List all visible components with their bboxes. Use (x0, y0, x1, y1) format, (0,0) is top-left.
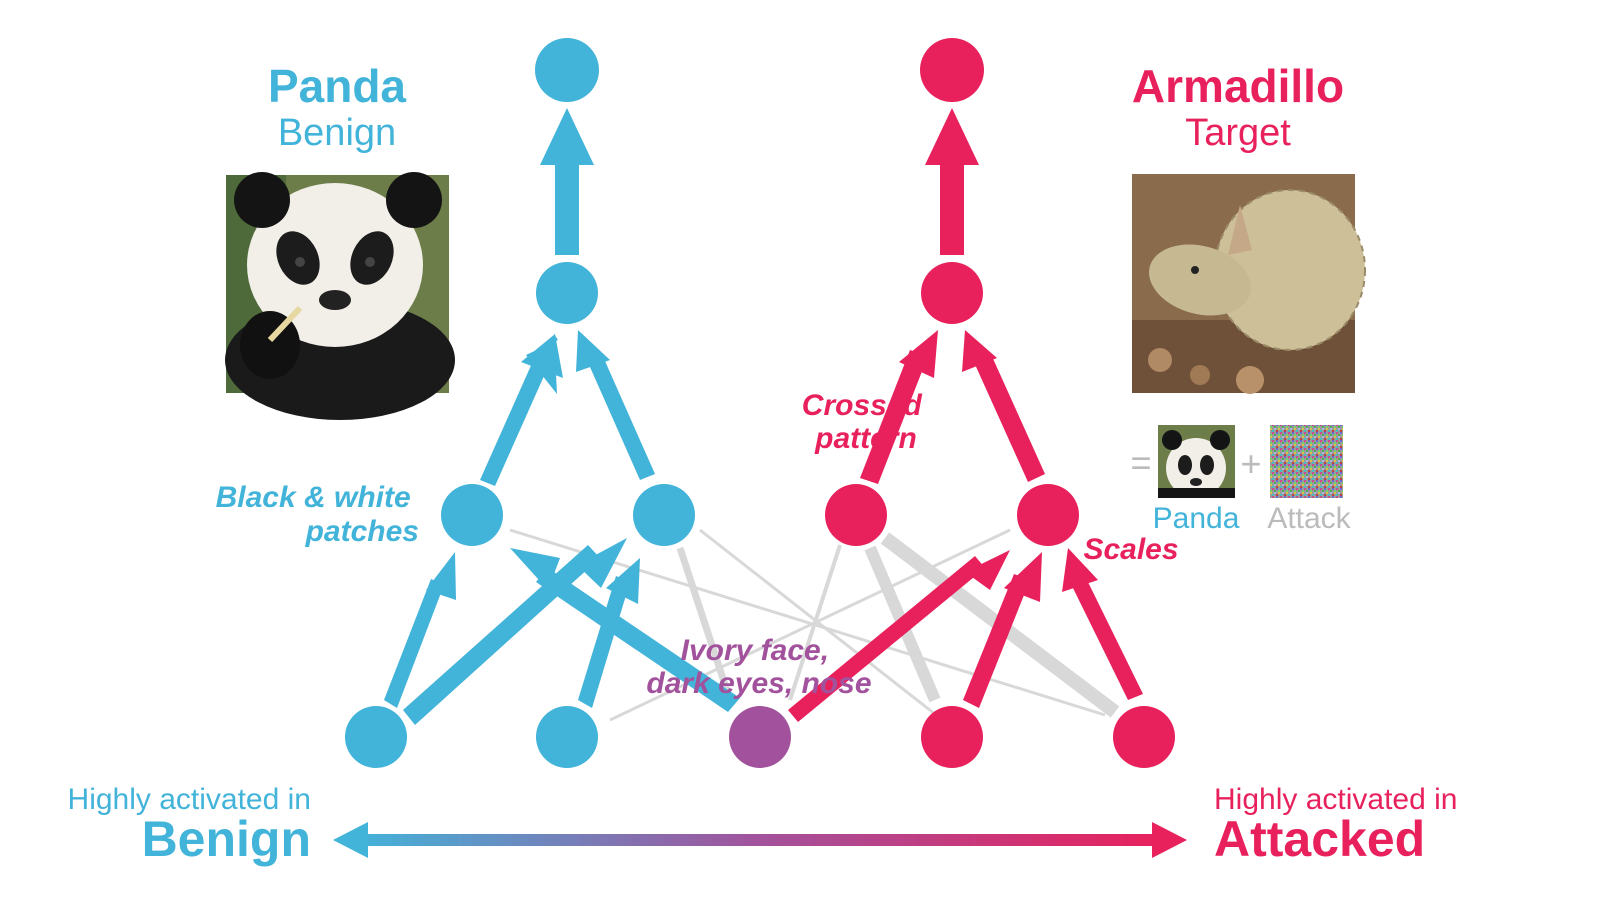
target-input-node-1 (921, 706, 983, 768)
benign-nodes (345, 38, 695, 768)
feature-label-ivory-line-1: Ivory face, (681, 634, 829, 667)
benign-activation-arrows (384, 108, 740, 725)
armadillo-photo (1132, 174, 1366, 394)
activation-axis (333, 822, 1187, 858)
panda-thumbnail (1158, 425, 1235, 498)
benign-input-node-2 (536, 706, 598, 768)
benign-feature-node-patches (441, 484, 503, 546)
plus-sign: + (1240, 443, 1261, 484)
equals-sign: = (1130, 442, 1151, 483)
benign-output-node (535, 38, 599, 102)
target-activation-arrows (788, 108, 1143, 722)
target-class-name: Armadillo (1132, 60, 1344, 112)
perturbation-formula: = + Panda Attack (1130, 425, 1352, 535)
axis-left-caption: Highly activated in (68, 783, 311, 816)
feature-label-black-white-patches: Black & white patches (216, 481, 419, 548)
feature-label-ivory-line-2: dark eyes, nose (646, 667, 871, 700)
target-feature-node-scales (1017, 484, 1079, 546)
benign-role-label: Benign (278, 112, 396, 154)
feature-label-crossed-line-2: pattern (814, 422, 917, 455)
feature-label-crossed-pattern: Crossed pattern (802, 389, 930, 455)
feature-label-ivory-face: Ivory face, dark eyes, nose (646, 634, 871, 700)
noise-thumbnail (1270, 425, 1343, 498)
shared-feature-node (729, 706, 791, 768)
feature-label-black-white-line-1: Black & white (216, 481, 411, 514)
formula-panda-label: Panda (1153, 502, 1240, 535)
target-hidden-node-top (921, 262, 983, 324)
axis-right-caption: Highly activated in (1214, 783, 1457, 816)
panda-photo (225, 172, 455, 420)
benign-hidden-node-top (536, 262, 598, 324)
target-nodes (825, 38, 1175, 768)
feature-label-scales: Scales (1083, 533, 1178, 566)
target-input-node-2 (1113, 706, 1175, 768)
benign-feature-node-2 (633, 484, 695, 546)
benign-input-node-1 (345, 706, 407, 768)
target-role-label: Target (1185, 112, 1291, 154)
axis-right-label: Attacked (1214, 811, 1425, 867)
feature-label-crossed-line-1: Crossed (802, 389, 923, 422)
target-output-node (920, 38, 984, 102)
target-feature-node-crossed (825, 484, 887, 546)
formula-attack-label: Attack (1267, 502, 1351, 535)
benign-class-name: Panda (268, 60, 406, 112)
feature-label-black-white-line-2: patches (305, 515, 419, 548)
axis-left-label: Benign (142, 811, 311, 867)
